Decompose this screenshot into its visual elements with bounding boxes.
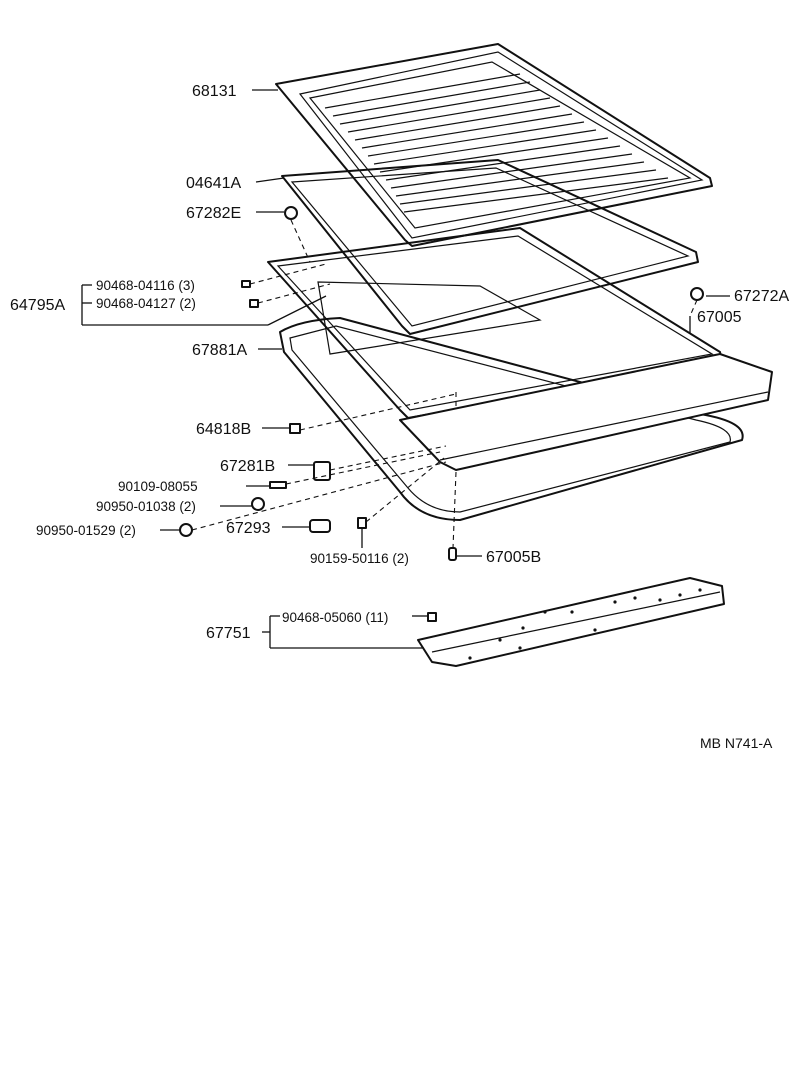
bottom-trim-67751 (417, 577, 725, 667)
label-67751: 67751 (206, 625, 251, 642)
label-90468-04127: 90468-04127 (2) (96, 296, 196, 311)
label-67293: 67293 (226, 520, 271, 537)
grommet-90950-01529 (179, 523, 193, 537)
screw-90159-50116 (357, 517, 367, 529)
label-67272a: 67272A (734, 288, 789, 305)
label-67881a: 67881A (192, 342, 247, 359)
screw-90468-04127 (249, 299, 259, 308)
spacer-90950-01038 (251, 497, 265, 511)
label-90159-50116: 90159-50116 (2) (310, 551, 409, 566)
screw-90468-04116 (241, 280, 251, 288)
bolt-90109-08055 (269, 481, 287, 489)
gasket-04641a (281, 159, 699, 335)
pin-67005b (448, 547, 457, 561)
label-67005b: 67005B (486, 549, 541, 566)
leader-lines (81, 89, 730, 649)
clip-64818b (289, 423, 301, 434)
label-67005: 67005 (697, 309, 742, 326)
label-04641a: 04641A (186, 175, 241, 192)
label-90109-08055: 90109-08055 (118, 479, 198, 494)
label-68131: 68131 (192, 83, 237, 100)
label-64795a: 64795A (10, 297, 65, 314)
part-labels: 68131 04641A 67282E 64795A 90468-04116 (… (10, 83, 789, 751)
glass-panel-68131 (275, 43, 713, 247)
label-90468-05060: 90468-05060 (11) (282, 610, 388, 625)
label-90468-04116: 90468-04116 (3) (96, 278, 195, 293)
diagram-code: MB N741-A (700, 735, 773, 751)
trim-bar-67005 (399, 353, 773, 471)
nut-67272a (690, 287, 704, 301)
clip-67282e (284, 206, 298, 220)
label-64818b: 64818B (196, 421, 251, 438)
label-67281b: 67281B (220, 458, 275, 475)
label-90950-01529: 90950-01529 (2) (36, 523, 136, 538)
lower-gasket-67881a (279, 317, 744, 521)
label-90950-01038: 90950-01038 (2) (96, 499, 196, 514)
label-67282e: 67282E (186, 205, 241, 222)
bracket-67293 (309, 519, 331, 533)
screw-90468-05060 (427, 612, 437, 622)
